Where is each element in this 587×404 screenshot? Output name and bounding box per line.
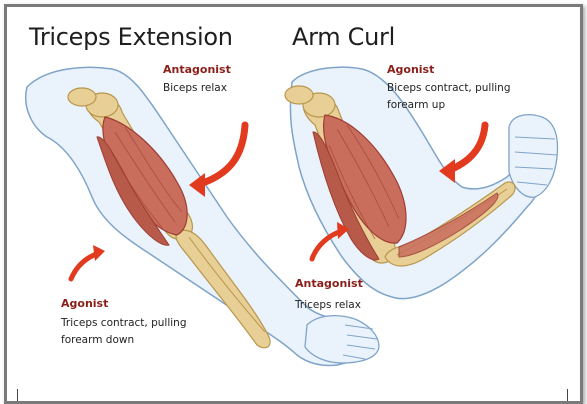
frame-tick-left <box>17 389 18 401</box>
left-hand <box>305 316 379 363</box>
left-antagonist-text: Biceps relax <box>163 80 227 97</box>
right-antagonist-text: Triceps relax <box>295 297 361 314</box>
left-agonist-text: Triceps contract, pulling forearm down <box>61 315 187 349</box>
left-agonist-heading: Agonist <box>61 297 108 310</box>
panel-title-triceps-extension: Triceps Extension <box>29 23 233 51</box>
frame-tick-right <box>567 389 568 401</box>
right-agonist-text: Biceps contract, pulling forearm up <box>387 80 511 114</box>
left-antagonist-heading: Antagonist <box>163 63 231 76</box>
right-antagonist-heading: Antagonist <box>295 277 363 290</box>
diagram-frame: Triceps Extension Arm Curl Antagonist Bi… <box>4 4 583 404</box>
right-fist <box>509 115 557 198</box>
panel-title-arm-curl: Arm Curl <box>292 23 395 51</box>
right-agonist-heading: Agonist <box>387 63 434 76</box>
